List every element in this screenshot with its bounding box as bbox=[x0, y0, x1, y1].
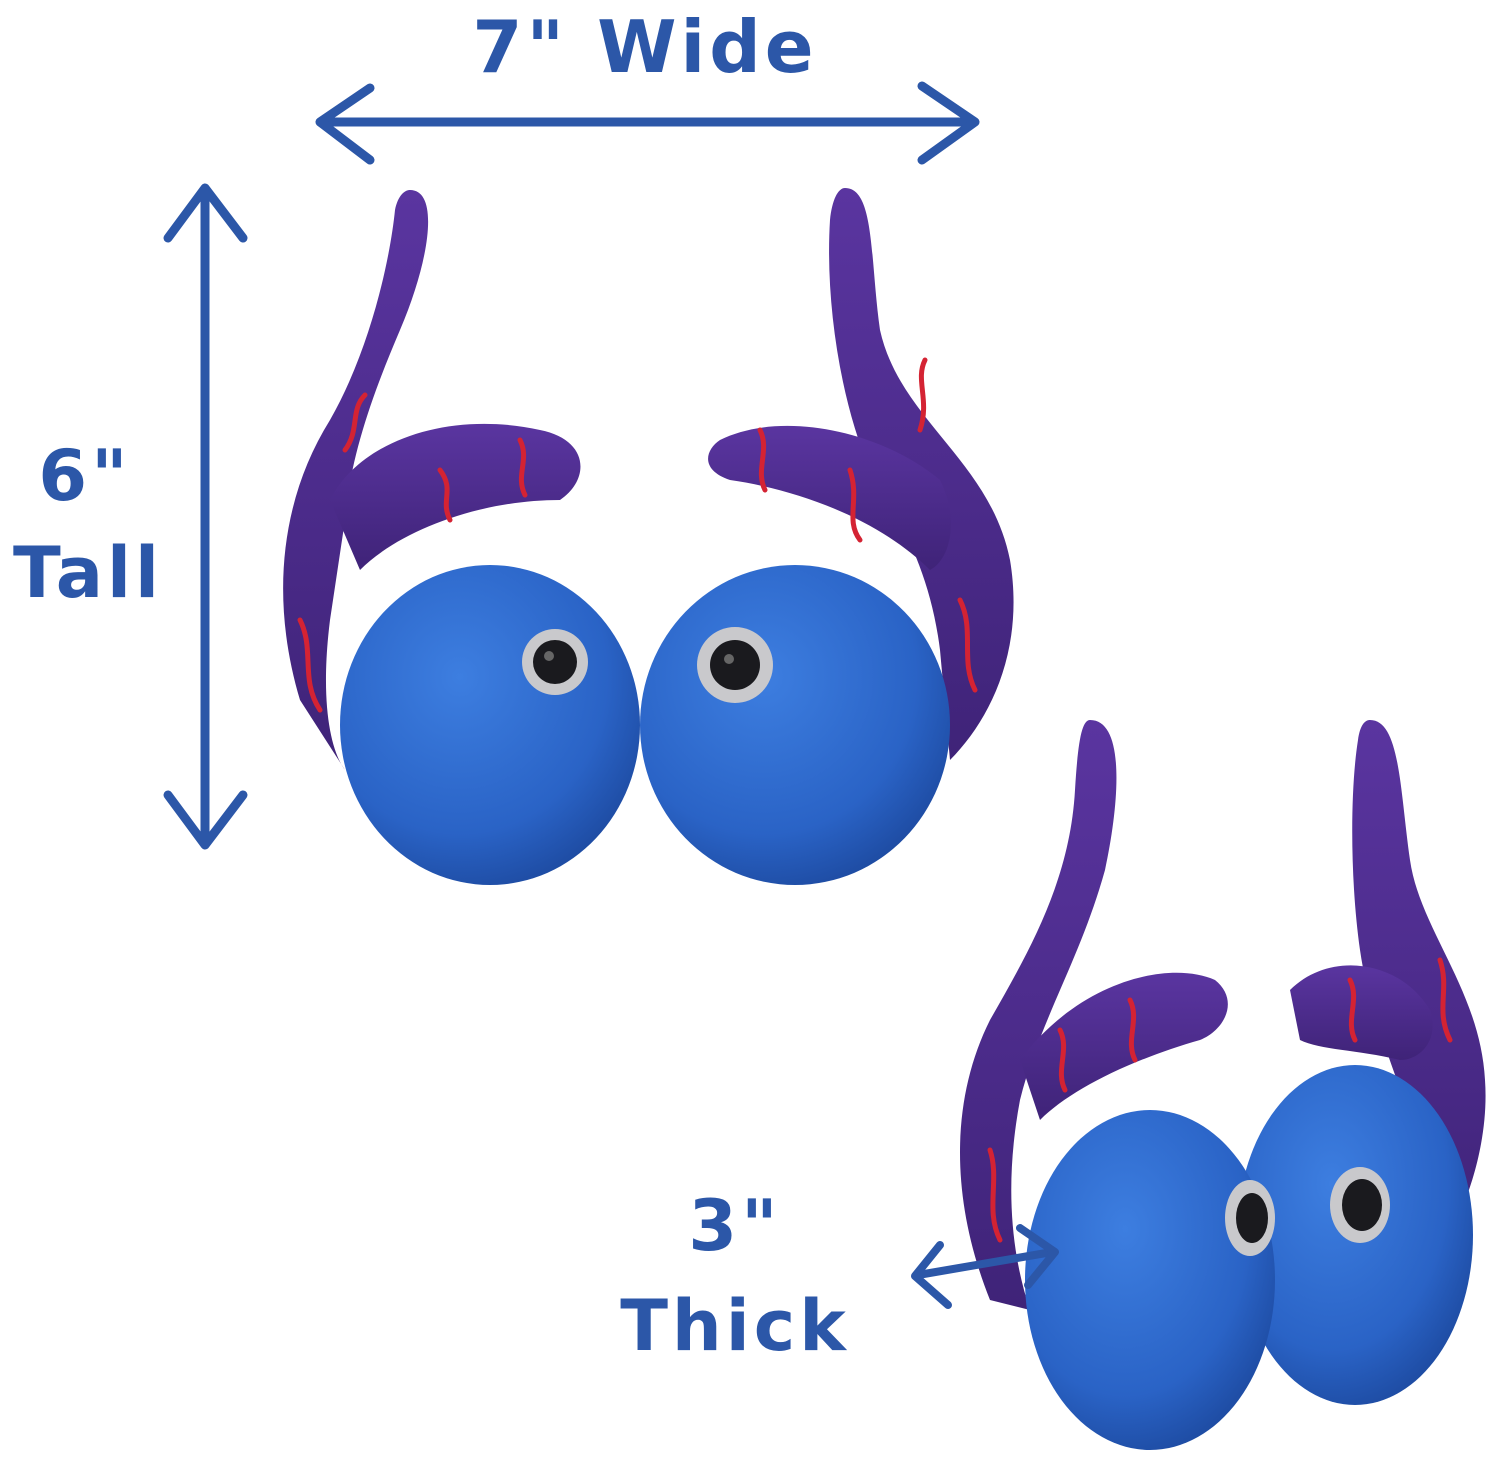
eye-side-right bbox=[1330, 1167, 1390, 1243]
height-word-label: Tall bbox=[13, 532, 163, 614]
eye-right bbox=[697, 627, 773, 703]
thickness-value-label: 3" bbox=[688, 1185, 781, 1267]
thickness-word-label: Thick bbox=[620, 1285, 850, 1367]
eye-side-left bbox=[1225, 1180, 1275, 1256]
width-arrow bbox=[315, 81, 980, 165]
eye-left bbox=[522, 629, 588, 695]
width-label: 7" Wide bbox=[472, 5, 817, 89]
vein-lines-side bbox=[987, 957, 1453, 1243]
height-arrow bbox=[163, 183, 248, 850]
thickness-arrow bbox=[911, 1224, 1059, 1309]
height-value-label: 6" bbox=[38, 435, 131, 517]
plush-front-view bbox=[283, 188, 1014, 885]
vein-lines bbox=[297, 357, 978, 713]
plush-side-view bbox=[960, 720, 1486, 1450]
